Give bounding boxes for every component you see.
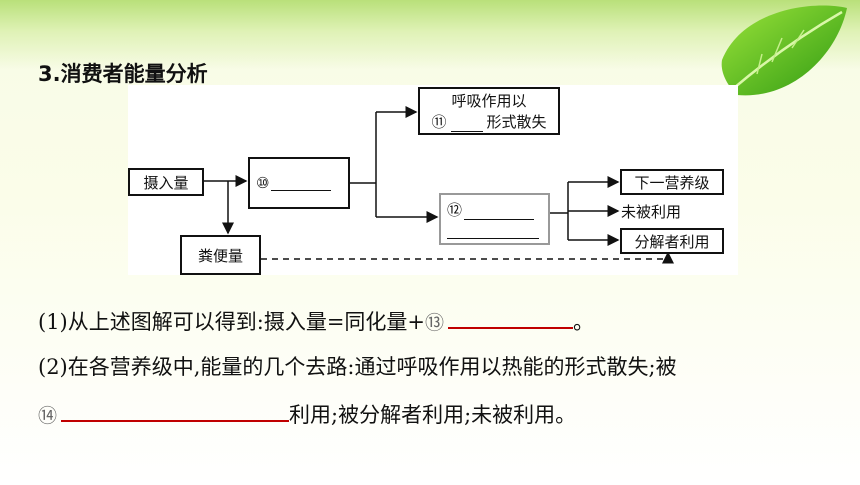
unused-label: 未被利用	[621, 203, 682, 221]
respiration-line2: ⑪ 形式散失	[431, 111, 547, 132]
q2-marker: ⑭	[38, 405, 58, 427]
question-1: (1)从上述图解可以得到:摄入量=同化量+⑬ 。	[38, 306, 594, 336]
respiration-box: 呼吸作用以 ⑪ 形式散失	[418, 87, 560, 135]
question-2-line-2: ⑭ 利用;被分解者利用;未被利用。	[38, 399, 576, 429]
energy-flow-diagram: 摄入量 ⑩ 呼吸作用以 ⑪ 形式散失 ⑫ 下一营养级 未被利用 分解者利用 粪便量	[128, 85, 738, 275]
q2-suffix: 利用;被分解者利用;未被利用。	[289, 403, 577, 427]
decomposer-box: 分解者利用	[620, 228, 724, 254]
q2-answer-blank[interactable]	[61, 400, 290, 422]
respiration-blank	[450, 117, 483, 132]
assimilation-box: ⑩	[248, 157, 350, 209]
growth-blank-1	[464, 205, 535, 220]
leaf-icon	[721, 5, 847, 96]
growth-line1: ⑫	[447, 199, 535, 220]
respiration-suffix: 形式散失	[486, 113, 547, 131]
intake-box: 摄入量	[128, 168, 204, 196]
respiration-marker: ⑪	[431, 113, 447, 131]
assimilation-blank	[271, 176, 332, 191]
respiration-line1: 呼吸作用以	[451, 92, 527, 110]
q1-text: (1)从上述图解可以得到:摄入量=同化量+	[38, 310, 426, 334]
header-gradient	[0, 0, 860, 70]
feces-box: 粪便量	[180, 235, 261, 275]
section-title: 3.消费者能量分析	[38, 62, 208, 86]
assimilation-marker: ⑩	[256, 174, 270, 192]
q1-marker: ⑬	[425, 312, 445, 334]
next-level-box: 下一营养级	[620, 169, 724, 195]
q1-end: 。	[573, 310, 595, 334]
question-2-line-1: (2)在各营养级中,能量的几个去路:通过呼吸作用以热能的形式散失;被	[38, 355, 677, 379]
diagram-arrows	[204, 106, 674, 264]
q1-answer-blank[interactable]	[448, 307, 574, 329]
growth-box: ⑫	[439, 193, 550, 245]
growth-marker: ⑫	[447, 201, 463, 219]
growth-blank-2	[447, 224, 539, 239]
